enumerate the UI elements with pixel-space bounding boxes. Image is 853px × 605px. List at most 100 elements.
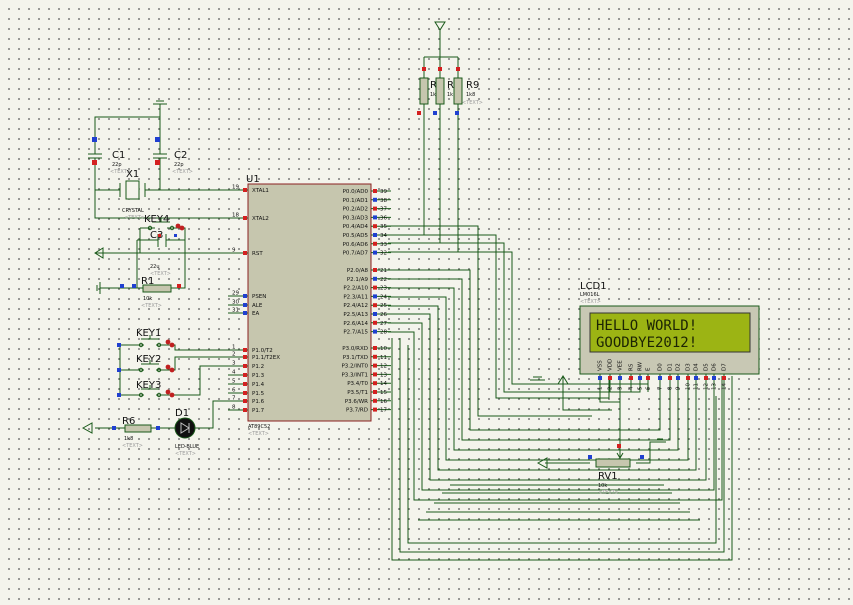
push-button-key4[interactable]: KEY4 — [144, 214, 185, 231]
r8-value: 1k8 — [447, 92, 456, 98]
lcd-pin-7[interactable]: D07 — [658, 363, 664, 392]
capacitor-c3[interactable]: C3 22u <TEXT> — [150, 230, 175, 277]
push-button-key3[interactable]: KEY3 — [136, 380, 175, 398]
mcu-pin-label: P0.6/AD6 — [343, 242, 369, 248]
mcu-pin-6[interactable]: 6P1.5 — [228, 388, 265, 398]
mcu-pin-number: 6 — [232, 388, 236, 394]
push-button-key2[interactable]: KEY2 — [136, 354, 175, 373]
mcu-pin-label: P2.0/A8 — [347, 268, 369, 274]
push-button-key1[interactable]: KEY1 — [136, 328, 175, 348]
mcu-pin-2[interactable]: 2P1.1/T2EX — [228, 352, 280, 362]
lcd-lcd1[interactable]: HELLO WORLD! GOODBYE2012! LCD1 LM016L <T… — [579, 281, 760, 392]
mcu-pin-number: 29 — [232, 291, 239, 297]
lcd-pin-number: 6 — [646, 386, 652, 390]
power-arrow-icon — [81, 422, 93, 434]
capacitor-c1[interactable]: C1 22p <TEXT> — [88, 133, 131, 175]
mcu-pin-label: P1.1/T2EX — [252, 355, 280, 361]
mcu-pin-label: P0.1/AD1 — [343, 198, 368, 204]
ground-icon — [153, 100, 167, 105]
power-arrow-icon — [94, 247, 104, 259]
mcu-pin-label: P3.4/T0 — [347, 381, 368, 387]
mcu-pin-label: P0.0/AD0 — [343, 189, 369, 195]
mcu-pin-3[interactable]: 3P1.2 — [228, 361, 264, 371]
lcd-pin-4[interactable]: RS4 — [629, 363, 635, 392]
mcu-pin-number: 1 — [232, 345, 236, 351]
r6-value: 1k8 — [124, 436, 133, 442]
resistor-r1[interactable]: R1 10k <TEXT> — [141, 276, 172, 309]
ground-icon — [530, 376, 545, 381]
mcu-pin-number: 31 — [232, 308, 239, 314]
mcu-pin-8[interactable]: 8P1.7 — [228, 405, 265, 415]
mcu-pin-1[interactable]: 1P1.0/T2 — [228, 345, 273, 355]
mcu-pin-label: P1.0/T2 — [252, 348, 273, 354]
c1-text: <TEXT> — [110, 169, 131, 175]
lcd-pin-label: RW — [638, 361, 644, 371]
mcu-pin-7[interactable]: 7P1.6 — [228, 396, 265, 406]
key3-ref: KEY3 — [136, 380, 161, 391]
mcu-pin-4[interactable]: 4P1.3 — [228, 370, 265, 380]
resistor-r9[interactable]: R9 1k8 <TEXT> — [453, 77, 483, 106]
lcd-pin-label: D7 — [722, 363, 728, 371]
potentiometer-rv1[interactable]: RV1 10k <TEXT> — [588, 444, 644, 496]
resistor-r6[interactable]: R6 1k8 <TEXT> — [112, 416, 160, 449]
led-d1[interactable]: D1 LED-BLUE <TEXT> — [174, 408, 199, 457]
r6-text: <TEXT> — [122, 443, 143, 449]
c3-ref: C3 — [150, 230, 163, 241]
x1-ref: X1 — [126, 169, 139, 180]
capacitor-c2[interactable]: C2 22p <TEXT> — [153, 133, 193, 175]
lcd-pin-5[interactable]: RW5 — [638, 361, 644, 392]
lcd-pin-8[interactable]: D18 — [668, 363, 674, 392]
lcd-pin-label: RS — [629, 363, 635, 371]
mcu-u1[interactable]: U1 AT89C52 <TEXT> 19XTAL118XTAL29RST29PS… — [228, 174, 391, 437]
lcd-pin-6[interactable]: E6 — [646, 367, 652, 392]
crystal-x1[interactable]: X1 CRYSTAL <TEXT> — [119, 169, 146, 221]
lcd-pin-label: D0 — [658, 363, 664, 371]
lcd-pin-9[interactable]: D29 — [676, 363, 682, 392]
lcd-line2: GOODBYE2012! — [596, 335, 697, 351]
mcu-pin-number: 35 — [380, 224, 387, 230]
wires — [94, 30, 733, 561]
mcu-pin-5[interactable]: 5P1.4 — [228, 379, 265, 389]
mcu-pin-number: 3 — [232, 361, 236, 367]
